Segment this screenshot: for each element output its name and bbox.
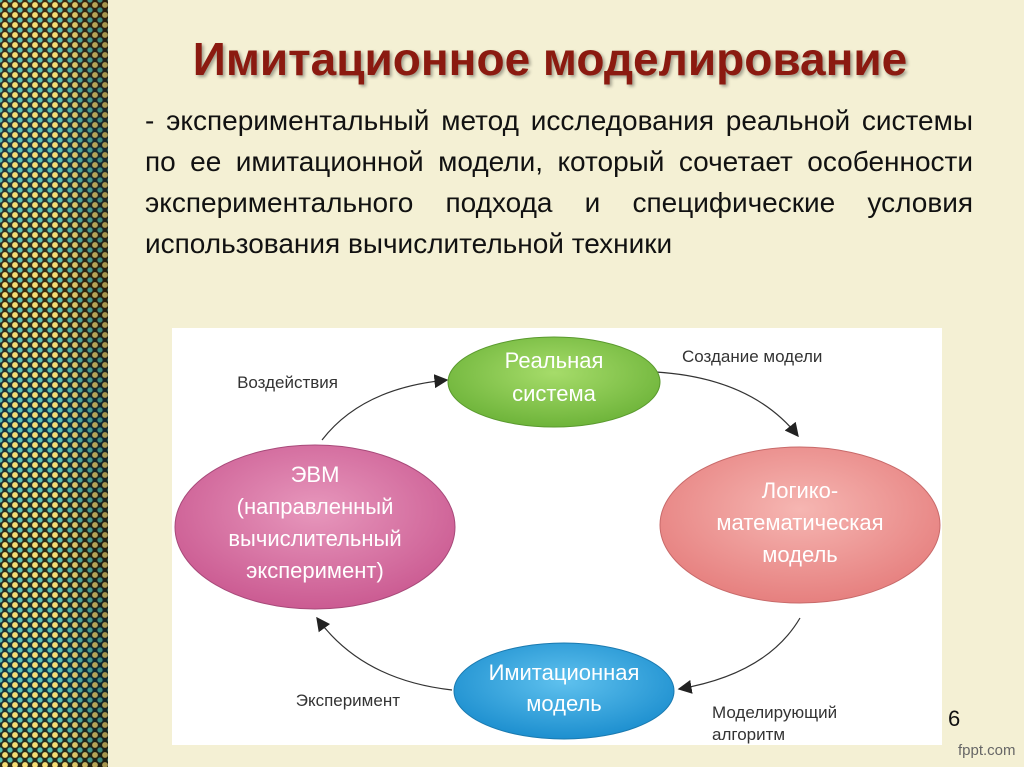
arrow-logic-to-sim	[677, 617, 801, 694]
edge-label-sim-to-computer: Эксперимент	[296, 691, 400, 710]
edge-label-real-to-logic: Создание модели	[682, 347, 822, 366]
slide-number: 6	[948, 706, 961, 731]
source-watermark: fppt.com	[958, 742, 1016, 759]
arrow-computer-to-real	[321, 374, 449, 441]
arrow-real-to-logic	[655, 371, 799, 438]
definition-text: - экспериментальный метод исследования р…	[145, 105, 973, 259]
arrow-sim-to-computer	[316, 616, 453, 691]
decorative-dot-pattern	[0, 0, 108, 767]
slide-title: Имитационное моделирование	[192, 33, 908, 85]
edge-label-computer-to-real: Воздействия	[237, 373, 338, 392]
